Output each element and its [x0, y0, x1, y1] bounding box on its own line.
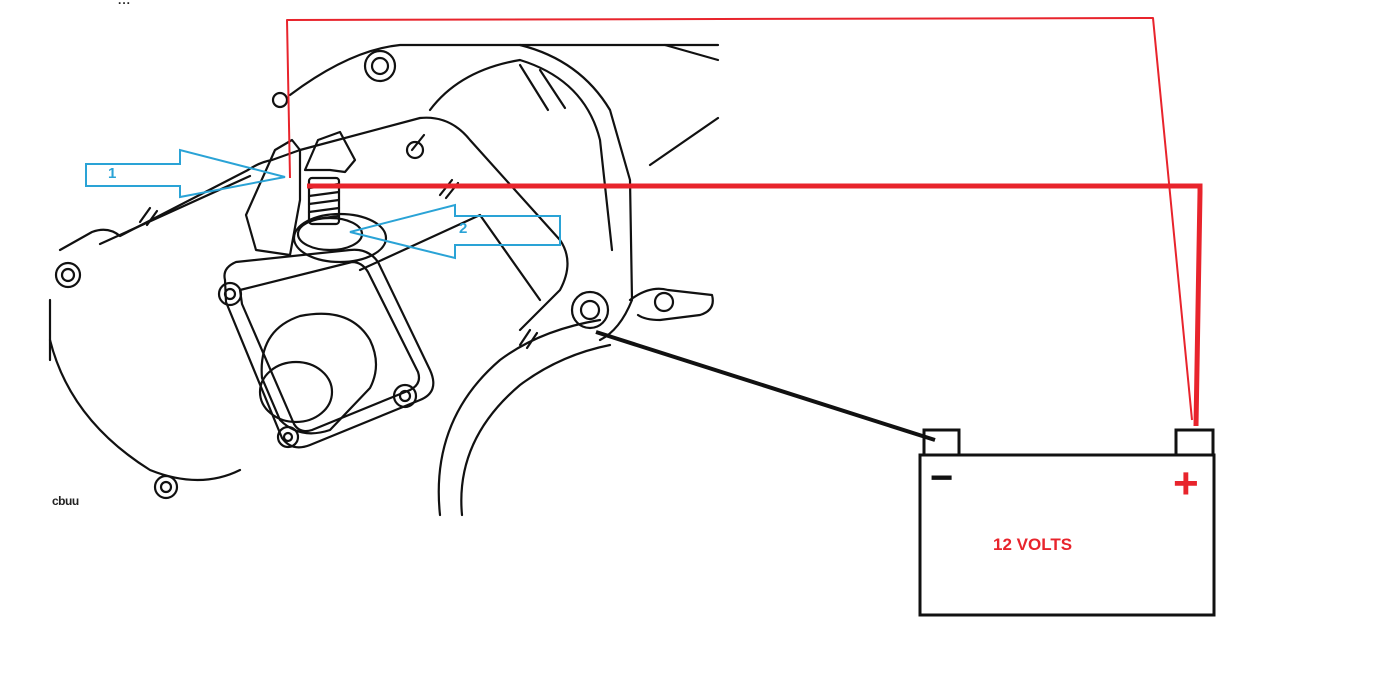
battery-voltage-label: 12 VOLTS [993, 535, 1073, 554]
wire-thin-red [286, 17, 1193, 421]
bolt-left-icon [54, 261, 82, 289]
side-lug-hole [653, 291, 675, 313]
bolt-top-icon [363, 49, 397, 83]
solenoid-cap [260, 312, 378, 435]
battery-positive-symbol: + [1173, 459, 1199, 508]
battery-body [918, 453, 1216, 617]
battery-negative-terminal [922, 428, 961, 457]
housing-curve-inner [460, 343, 612, 517]
housing-ribs [518, 63, 567, 112]
side-lug [628, 287, 714, 322]
plate-bolt-icon [217, 281, 243, 307]
housing-curve-outer [437, 318, 602, 517]
plate-bolt-icon [392, 383, 418, 409]
solenoid-plunger [258, 360, 334, 424]
break-mark [518, 328, 532, 347]
wire-ground-black [595, 330, 936, 442]
wire-thick-red [307, 183, 1203, 427]
top-caption: ... [118, 0, 132, 7]
terminal-tab [303, 130, 357, 174]
main-housing-inner [428, 58, 614, 252]
arrow-2-icon [349, 203, 561, 260]
arrow-2-label: 2 [459, 220, 468, 237]
break-mark [138, 206, 152, 224]
motor-body-top [58, 148, 302, 252]
bolt-small-icon [271, 91, 289, 109]
bolt-small-icon [405, 140, 425, 160]
terminal-block [244, 138, 302, 257]
motor-body-bottom [48, 338, 242, 482]
main-housing [288, 43, 634, 342]
bolt-bottom-left-icon [153, 474, 179, 500]
mounting-plate [223, 248, 435, 449]
break-mark [525, 331, 539, 350]
battery-positive-terminal [1174, 428, 1215, 457]
battery-negative-symbol: − [930, 456, 954, 500]
motor-body-top-inner [98, 174, 252, 246]
break-mark [145, 209, 159, 227]
stud-nut [296, 216, 364, 252]
starter-motor-drawing [48, 43, 720, 517]
solenoid-housing [298, 116, 569, 332]
ground-bolt-icon [570, 290, 610, 330]
drawing-tag: cbuu [52, 494, 79, 508]
stud-washer [292, 212, 388, 264]
top-rib [648, 43, 720, 167]
mounting-plate-inner [238, 260, 421, 433]
arrow-1-icon [85, 148, 286, 199]
battery [918, 428, 1216, 617]
arrow-1-label: 1 [108, 165, 117, 182]
